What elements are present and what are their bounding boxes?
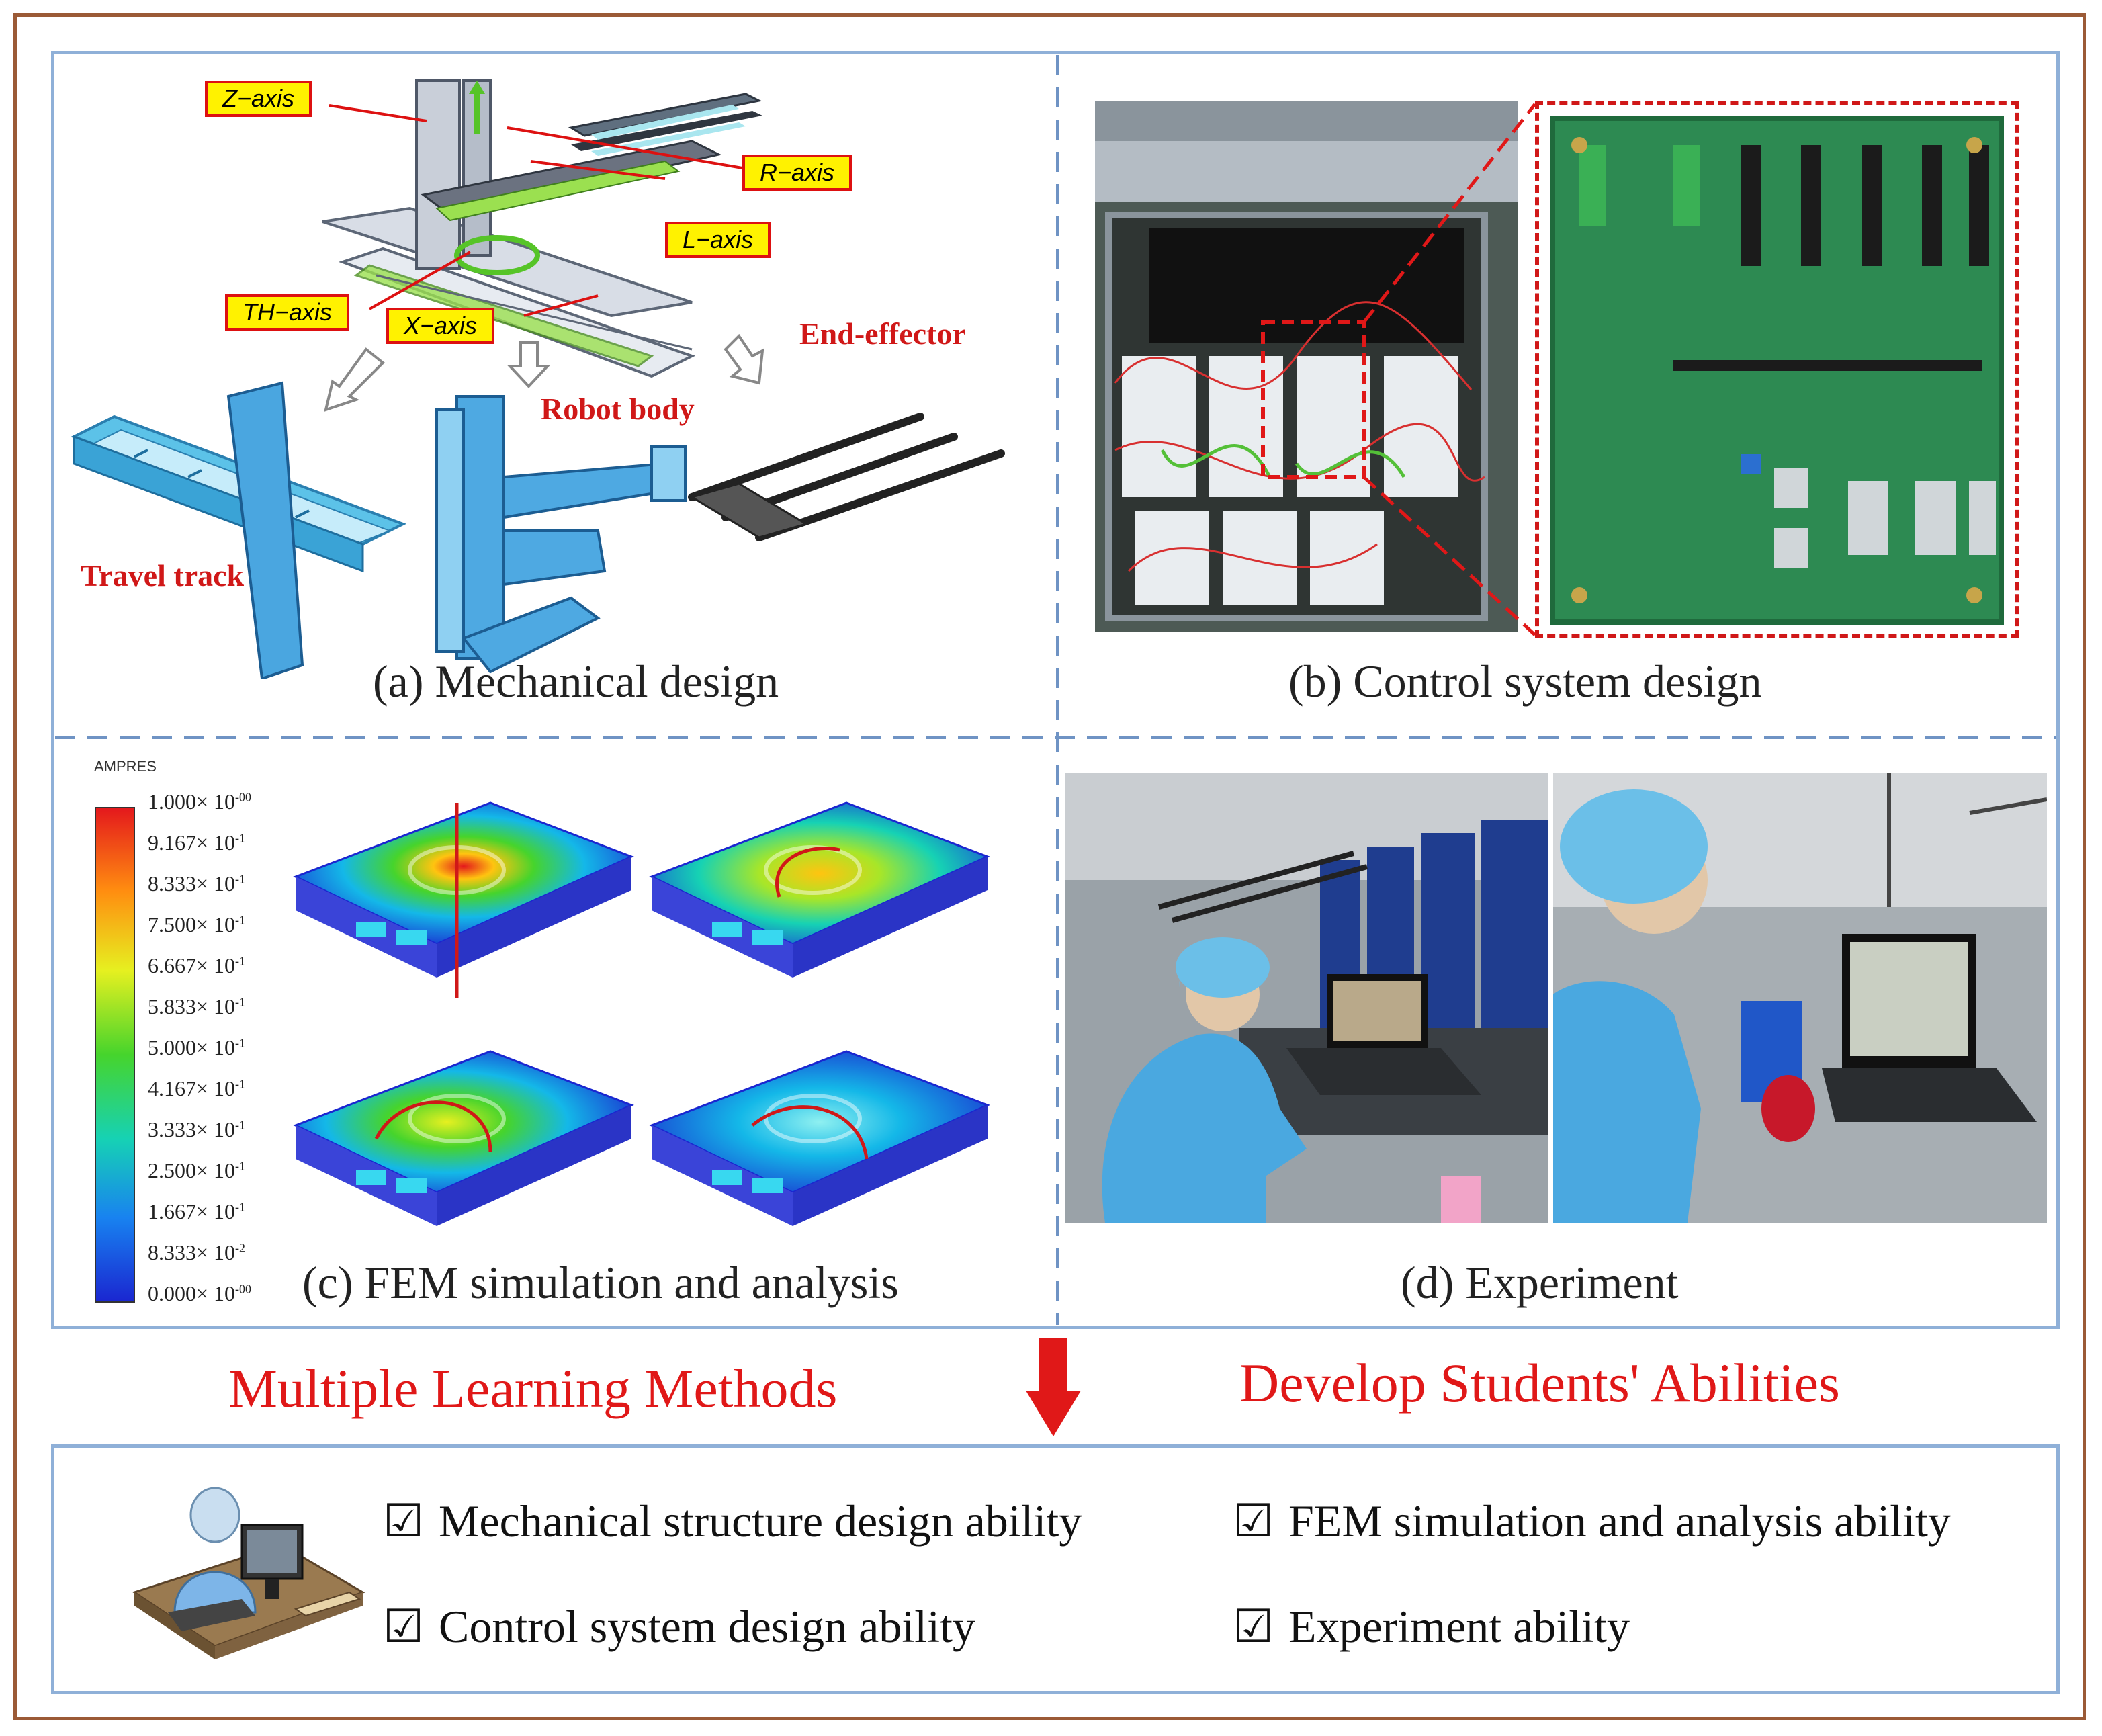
fem-plate-mode-2 — [649, 801, 990, 978]
legend-title: AMPRES — [94, 758, 157, 775]
down-arrow-icon — [1026, 1338, 1081, 1436]
fem-plots — [289, 783, 1008, 1226]
explode-arrows — [324, 333, 764, 413]
legend-value: 7.500× 10-1 — [148, 912, 246, 937]
checkbox-icon: ☑ — [383, 1601, 424, 1652]
learning-methods-title: Multiple Learning Methods — [228, 1358, 838, 1419]
legend-value: 3.333× 10-1 — [148, 1117, 246, 1141]
checkbox-icon: ☑ — [1233, 1495, 1274, 1547]
caption-mechanical-design: (a) Mechanical design — [373, 656, 779, 707]
legend-value: 2.500× 10-1 — [148, 1158, 246, 1182]
abilities-frame — [51, 1444, 2060, 1694]
legend-value: 1.000× 10-00 — [148, 789, 252, 814]
experiment-photo-left — [1065, 773, 1548, 1223]
end-effector-part — [688, 413, 1005, 541]
legend-value: 8.333× 10-1 — [148, 871, 246, 896]
robot-cad-drawing — [70, 79, 1005, 681]
ability-experiment: ☑Experiment ability — [1233, 1601, 1630, 1652]
travel-track-label: Travel track — [81, 558, 245, 593]
x-axis-label: X−axis — [386, 308, 495, 344]
color-scale-bar — [95, 807, 135, 1303]
legend-value: 6.667× 10-1 — [148, 953, 246, 978]
caption-control-system-design: (b) Control system design — [1288, 656, 1762, 707]
th-axis-label: TH−axis — [225, 294, 350, 331]
legend-value: 8.333× 10-2 — [148, 1240, 246, 1264]
ability-mechanical-structure: ☑Mechanical structure design ability — [383, 1495, 1082, 1547]
control-cabinet-photo — [1095, 101, 1518, 632]
z-axis-label: Z−axis — [205, 81, 312, 117]
checkbox-icon: ☑ — [383, 1495, 424, 1547]
legend-value: 5.833× 10-1 — [148, 994, 246, 1018]
end-effector-label: End-effector — [799, 316, 966, 351]
legend-value: 1.667× 10-1 — [148, 1199, 246, 1223]
caption-experiment: (d) Experiment — [1401, 1257, 1679, 1308]
fem-plate-mode-1 — [293, 801, 634, 998]
zoom-leader-lines — [1362, 103, 1536, 636]
panel-dividers — [55, 55, 2056, 1325]
axis-leader-lines — [329, 104, 743, 317]
assembled-robot — [322, 79, 762, 378]
robot-body-label: Robot body — [541, 392, 695, 426]
caption-fem-simulation: (c) FEM simulation and analysis — [302, 1257, 899, 1308]
panel-mechanical-design: Z−axis R−axis L−axis TH−axis X−axis End-… — [60, 60, 1048, 681]
robot-body-part — [226, 381, 687, 681]
fem-plate-mode-3 — [293, 1050, 634, 1226]
legend-value: 0.000× 10-00 — [148, 1281, 252, 1305]
legend-values: 1.000× 10-00 9.167× 10-1 8.333× 10-1 7.500×… — [148, 789, 289, 1320]
fem-plate-mode-4 — [649, 1050, 990, 1226]
ability-fem-simulation: ☑FEM simulation and analysis ability — [1233, 1495, 1951, 1547]
circuit-board-photo — [1535, 101, 2019, 638]
r-axis-label: R−axis — [742, 155, 852, 191]
experiment-photo-right — [1553, 773, 2047, 1223]
legend-value: 9.167× 10-1 — [148, 830, 246, 855]
ability-control-system: ☑Control system design ability — [383, 1601, 975, 1652]
checkbox-icon: ☑ — [1233, 1601, 1274, 1652]
legend-value: 4.167× 10-1 — [148, 1076, 246, 1100]
student-computer-icon — [132, 1487, 365, 1659]
l-axis-label: L−axis — [665, 222, 771, 258]
legend-value: 5.000× 10-1 — [148, 1035, 246, 1059]
students-abilities-title: Develop Students' Abilities — [1239, 1352, 1840, 1414]
panels-frame — [51, 51, 2060, 1329]
outer-frame — [13, 13, 2086, 1720]
